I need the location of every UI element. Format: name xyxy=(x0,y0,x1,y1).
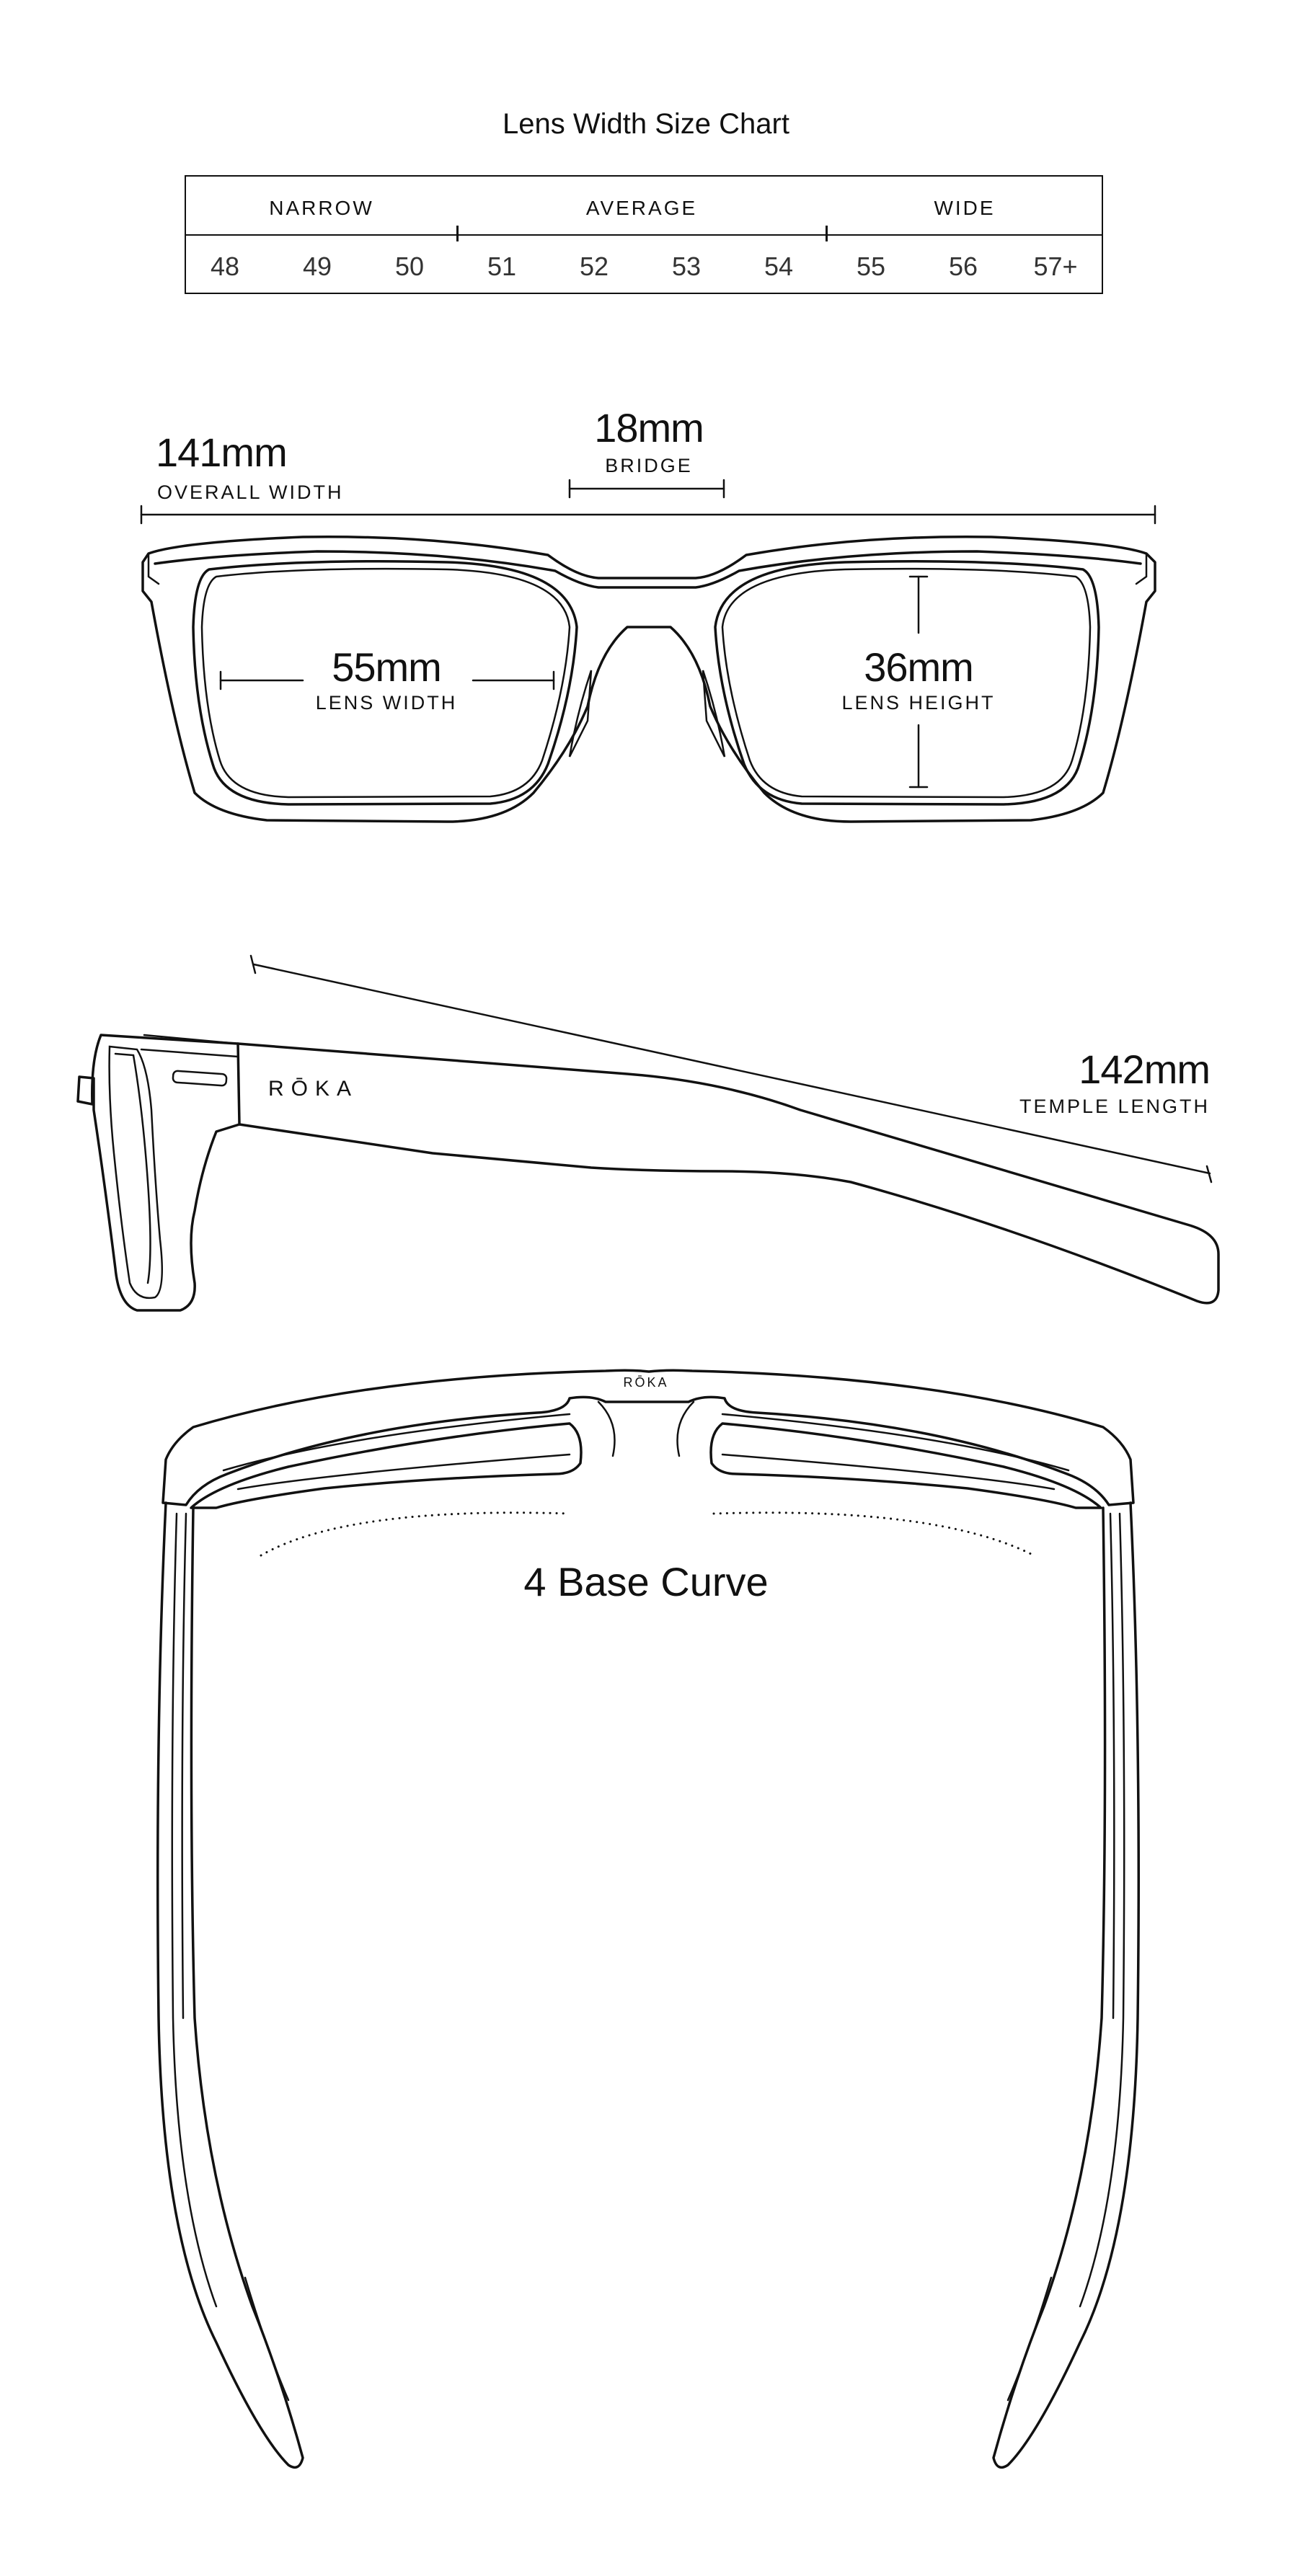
category-divider xyxy=(826,226,828,241)
size-number-row: 48 49 50 51 52 53 54 55 56 57+ xyxy=(186,236,1102,293)
bridge-label: BRIDGE xyxy=(605,455,693,476)
lens-width-value: 55mm xyxy=(332,644,442,690)
brand-logo-top: RŌKA xyxy=(623,1375,669,1390)
overall-width-label: OVERALL WIDTH xyxy=(157,481,344,503)
category-divider xyxy=(456,226,459,241)
size-cell: 53 xyxy=(671,252,702,281)
lens-width-label: LENS WIDTH xyxy=(315,692,458,714)
bridge-value: 18mm xyxy=(594,405,704,450)
brand-logo-side: RŌKA xyxy=(268,1077,359,1101)
front-view-frame xyxy=(140,479,1156,823)
category-wide: WIDE xyxy=(934,197,996,219)
size-cell: 54 xyxy=(764,252,794,281)
side-view-frame xyxy=(76,954,1220,1312)
size-cell: 56 xyxy=(948,252,978,281)
size-cell: 52 xyxy=(579,252,609,281)
lens-height-label: LENS HEIGHT xyxy=(841,692,996,714)
category-average: AVERAGE xyxy=(585,197,698,219)
size-cell: 50 xyxy=(394,252,425,281)
lens-width-size-table: NARROW AVERAGE WIDE 48 49 50 51 52 53 54… xyxy=(185,175,1103,294)
base-curve-label: 4 Base Curve xyxy=(523,1559,769,1604)
size-cell: 48 xyxy=(210,252,240,281)
size-cell: 51 xyxy=(487,252,517,281)
size-cell: 55 xyxy=(856,252,886,281)
overall-width-value: 141mm xyxy=(156,430,288,475)
category-narrow: NARROW xyxy=(269,197,374,219)
temple-length-label: TEMPLE LENGTH xyxy=(1019,1096,1210,1117)
size-cell: 57+ xyxy=(1033,252,1078,281)
lens-height-value: 36mm xyxy=(864,644,974,690)
size-chart-title: Lens Width Size Chart xyxy=(503,108,789,140)
top-view-frame xyxy=(156,1369,1140,2469)
temple-length-value: 142mm xyxy=(1079,1047,1211,1092)
size-cell: 49 xyxy=(302,252,332,281)
size-category-row: NARROW AVERAGE WIDE xyxy=(186,177,1102,241)
